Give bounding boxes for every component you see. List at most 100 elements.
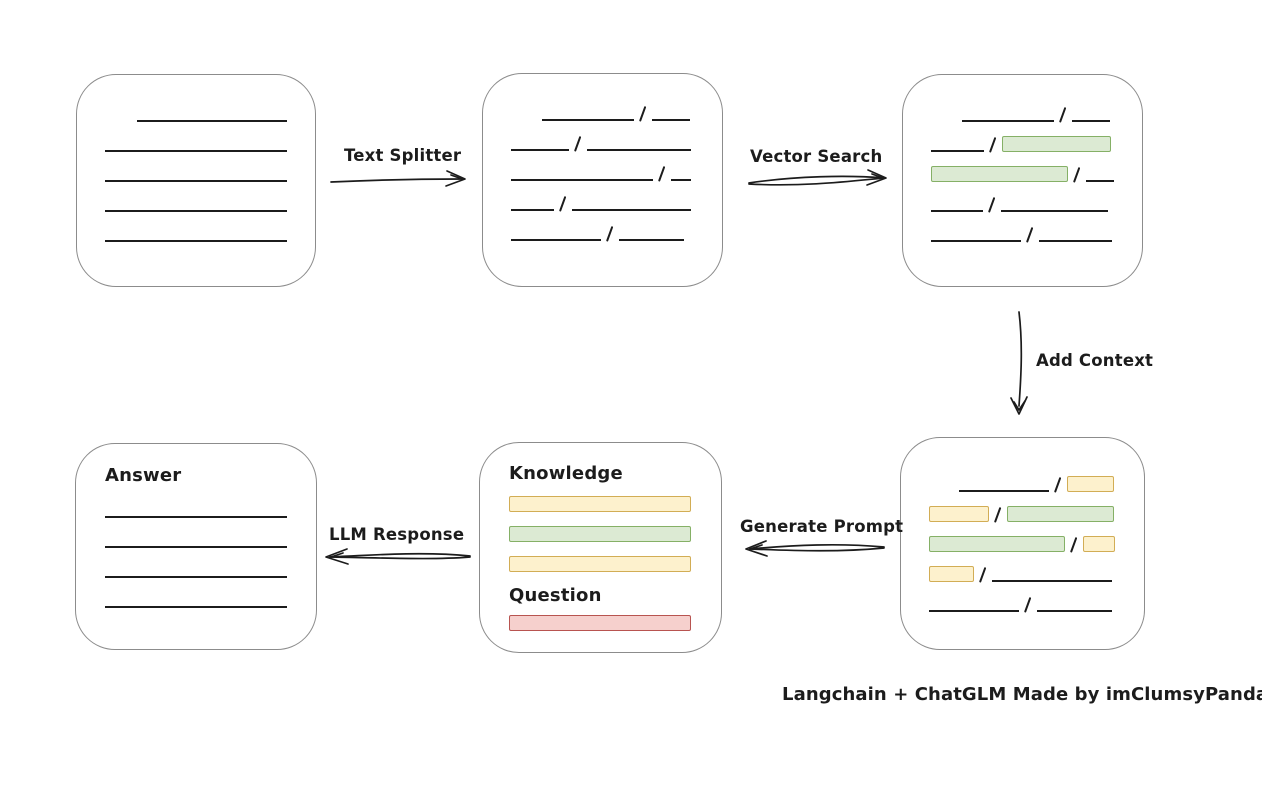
- text-row: [105, 196, 287, 212]
- answer-label: Answer: [105, 465, 182, 486]
- text-row: [105, 502, 287, 518]
- document-lines: [105, 106, 287, 242]
- text-row: [511, 165, 694, 182]
- context-lines: [929, 476, 1116, 613]
- add-context-arrow: [1010, 311, 1028, 415]
- yellow-highlight-chip: [1083, 536, 1116, 552]
- chunk-separator-slash: [1069, 537, 1078, 553]
- chunk-separator-slash: [987, 197, 996, 213]
- generate-prompt-label: Generate Prompt: [740, 517, 904, 536]
- chunk-separator-slash: [1023, 597, 1032, 613]
- chunk-separator-slash: [1073, 167, 1081, 183]
- yellow-highlight-chip: [929, 566, 974, 582]
- green-highlight-chip: [1007, 506, 1115, 522]
- text-line: [929, 610, 1019, 612]
- text-line: [105, 546, 287, 548]
- chunk-separator-slash: [573, 136, 582, 152]
- text-row: [929, 536, 1116, 553]
- text-row: [105, 226, 287, 242]
- text-row: [105, 166, 287, 182]
- chunk-separator-slash: [1058, 107, 1067, 123]
- text-row: [105, 592, 287, 608]
- text-splitter-arrow: [330, 170, 466, 187]
- text-row: [931, 196, 1114, 213]
- text-line: [105, 516, 287, 518]
- green-highlight-chip: [929, 536, 1065, 552]
- text-line: [572, 209, 692, 211]
- text-row: [929, 506, 1116, 523]
- yellow-highlight-chip: [1067, 476, 1115, 492]
- text-line: [587, 149, 692, 151]
- text-row: [511, 135, 694, 152]
- text-row: [509, 496, 692, 512]
- text-line: [1001, 210, 1109, 212]
- knowledge-label: Knowledge: [509, 463, 623, 484]
- split-text-lines: [511, 105, 694, 242]
- text-row: [511, 105, 694, 122]
- vector-result-lines: [931, 106, 1114, 243]
- chunk-separator-slash: [1053, 477, 1062, 493]
- text-row: [511, 195, 694, 212]
- text-splitter-label: Text Splitter: [344, 146, 462, 165]
- chunk-separator-slash: [657, 166, 666, 182]
- text-line: [1086, 180, 1114, 182]
- diagram-caption: Langchain + ChatGLM Made by imClumsyPand…: [782, 684, 1262, 705]
- generate-prompt-arrow: [745, 540, 885, 557]
- text-line: [652, 119, 691, 121]
- text-line: [511, 149, 569, 151]
- chunk-separator-slash: [558, 196, 567, 212]
- text-row: [105, 532, 287, 548]
- source-document-box: [76, 74, 316, 287]
- text-line: [105, 180, 287, 182]
- text-row: [511, 225, 694, 242]
- knowledge-chunks: [509, 496, 692, 572]
- chunk-separator-slash: [605, 226, 614, 242]
- text-row: [509, 615, 692, 631]
- vector-search-arrow: [748, 169, 887, 186]
- answer-lines: [105, 502, 287, 608]
- indent-gap: [931, 121, 962, 122]
- text-line: [137, 120, 287, 122]
- text-line: [619, 239, 685, 241]
- text-row: [509, 526, 692, 542]
- text-row: [105, 136, 287, 152]
- text-line: [962, 120, 1054, 122]
- text-row: [931, 166, 1114, 183]
- question-chunk: [509, 615, 692, 631]
- text-row: [105, 106, 287, 122]
- add-context-label: Add Context: [1036, 351, 1154, 370]
- text-row: [509, 556, 692, 572]
- text-line: [105, 576, 287, 578]
- prompt-box: Knowledge Question: [479, 442, 722, 653]
- text-row: [931, 106, 1114, 123]
- llm-response-label: LLM Response: [329, 525, 465, 544]
- text-line: [511, 209, 554, 211]
- text-line: [105, 240, 287, 242]
- indent-gap: [511, 120, 542, 121]
- indent-gap: [929, 491, 959, 492]
- text-line: [105, 150, 287, 152]
- text-line: [931, 150, 984, 152]
- llm-response-arrow: [325, 548, 471, 565]
- vector-search-result-box: [902, 74, 1143, 287]
- chunk-separator-slash: [638, 106, 647, 122]
- text-line: [931, 240, 1021, 242]
- text-row: [931, 136, 1114, 153]
- indent-gap: [105, 121, 137, 122]
- text-row: [929, 596, 1116, 613]
- text-line: [105, 606, 287, 608]
- text-line: [992, 580, 1113, 582]
- text-line: [1072, 120, 1111, 122]
- text-line: [511, 239, 601, 241]
- question-label: Question: [509, 585, 602, 606]
- chunk-separator-slash: [988, 137, 997, 153]
- vector-search-label: Vector Search: [750, 147, 883, 166]
- text-row: [931, 226, 1114, 243]
- text-row: [105, 562, 287, 578]
- text-row: [929, 476, 1116, 493]
- text-line: [931, 210, 983, 212]
- text-line: [671, 179, 692, 181]
- split-text-box: [482, 73, 723, 287]
- green-highlight-chip: [509, 526, 691, 542]
